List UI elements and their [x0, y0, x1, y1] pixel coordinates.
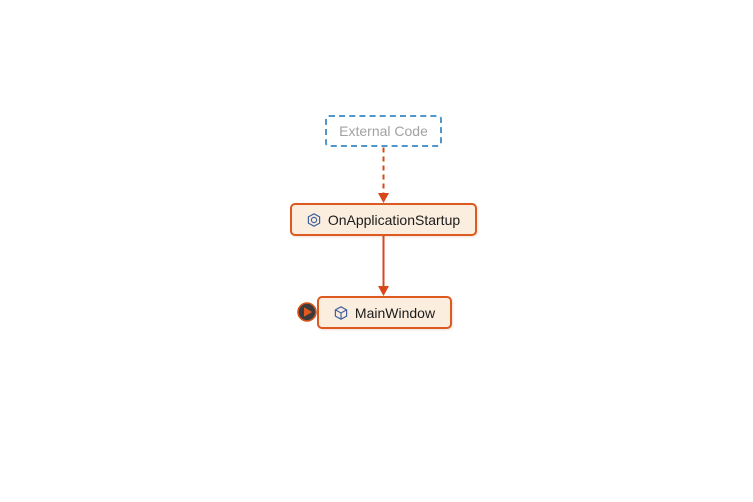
- hex-sphere-icon: [307, 212, 321, 227]
- node-mainwindow-label: MainWindow: [354, 304, 436, 321]
- play-right-icon: [304, 307, 313, 317]
- node-onapplicationstartup[interactable]: OnApplicationStartup: [290, 203, 477, 236]
- edge-onapplicationstartup-to-mainwindow: [378, 236, 389, 296]
- node-mainwindow[interactable]: MainWindow: [317, 296, 452, 329]
- arrowhead-down-icon: [378, 286, 389, 296]
- expand-incoming-calls-badge[interactable]: [296, 301, 318, 323]
- node-external-code[interactable]: External Code: [325, 115, 442, 147]
- arrowhead-down-icon: [378, 193, 389, 203]
- node-external-code-label: External Code: [339, 123, 428, 139]
- edge-external-to-onapplicationstartup: [378, 147, 389, 203]
- cube-icon: [334, 305, 348, 320]
- node-onapplicationstartup-label: OnApplicationStartup: [327, 211, 461, 228]
